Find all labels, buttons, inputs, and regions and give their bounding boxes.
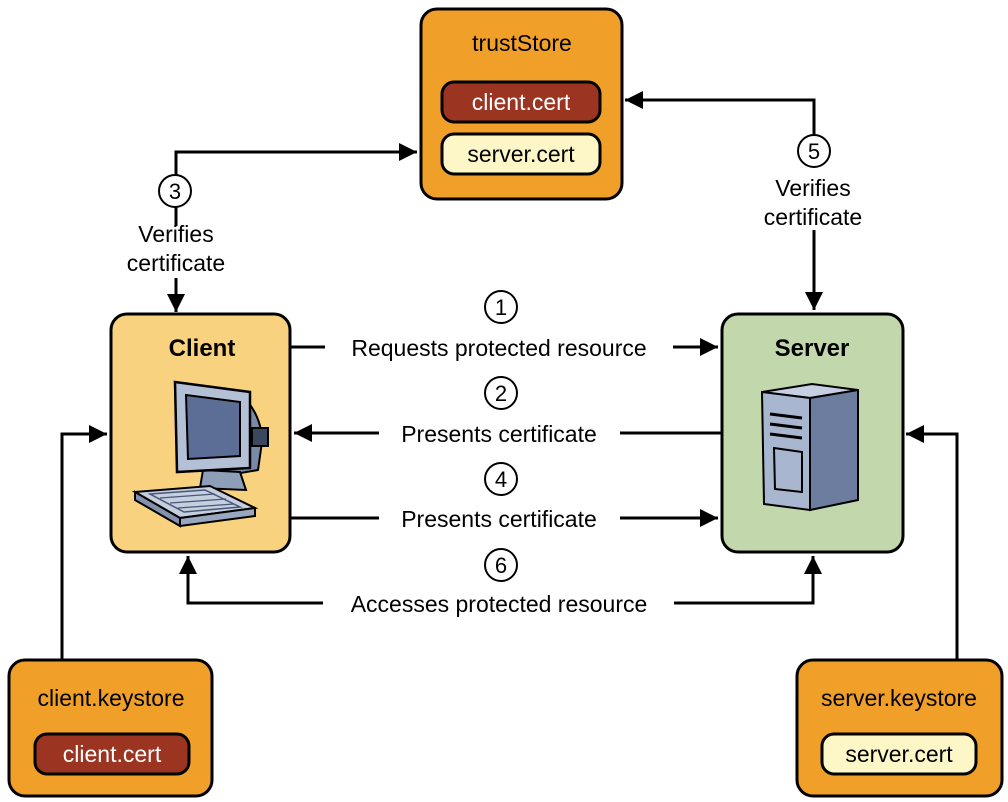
- truststore-title: trustStore: [472, 30, 572, 56]
- step-6-number: 6: [495, 553, 507, 578]
- step-5-label-line2: certificate: [764, 204, 862, 230]
- step-6-label: Accesses protected resource: [351, 591, 648, 617]
- truststore-box: trustStore client.cert server.cert: [419, 7, 624, 201]
- server-title: Server: [775, 335, 850, 362]
- server-tower-icon: [760, 382, 859, 512]
- client-keystore-box: client.keystore client.cert: [7, 658, 214, 798]
- server-keystore-box: server.keystore server.cert: [795, 658, 1004, 798]
- connector-client-keystore: [60, 425, 107, 660]
- step-4: 4 Presents certificate: [401, 462, 597, 532]
- step-2-number: 2: [495, 381, 507, 406]
- truststore-server-cert: server.cert: [467, 141, 575, 167]
- step-3: 3 Verifies certificate: [127, 174, 225, 276]
- step-4-label: Presents certificate: [401, 506, 597, 532]
- step-3-number: 3: [169, 179, 181, 204]
- step-6: 6 Accesses protected resource: [351, 548, 648, 617]
- server-box: Server: [720, 312, 905, 554]
- client-keystore-title: client.keystore: [37, 685, 184, 711]
- step-1-number: 1: [495, 295, 507, 320]
- step-3-label-line1: Verifies: [138, 221, 213, 247]
- server-keystore-title: server.keystore: [821, 685, 977, 711]
- step-3-label-line2: certificate: [127, 250, 225, 276]
- step-5: 5 Verifies certificate: [764, 134, 862, 230]
- client-box: Client: [109, 312, 292, 554]
- connector-verify-server-cert: [625, 91, 823, 310]
- step-2: 2 Presents certificate: [401, 376, 597, 447]
- step-1-label: Requests protected resource: [351, 335, 646, 361]
- step-2-label: Presents certificate: [401, 421, 597, 447]
- desktop-computer-icon: [131, 380, 269, 528]
- client-keystore-cert: client.cert: [63, 741, 162, 767]
- truststore-client-cert: client.cert: [472, 89, 571, 115]
- step-5-label-line1: Verifies: [775, 175, 850, 201]
- step-1: 1 Requests protected resource: [351, 290, 647, 361]
- server-keystore-cert: server.cert: [845, 741, 953, 767]
- connector-server-keystore: [906, 425, 959, 660]
- step-4-number: 4: [495, 467, 507, 492]
- client-title: Client: [169, 335, 236, 362]
- arrow-step-6: [179, 556, 822, 605]
- step-5-number: 5: [808, 139, 820, 164]
